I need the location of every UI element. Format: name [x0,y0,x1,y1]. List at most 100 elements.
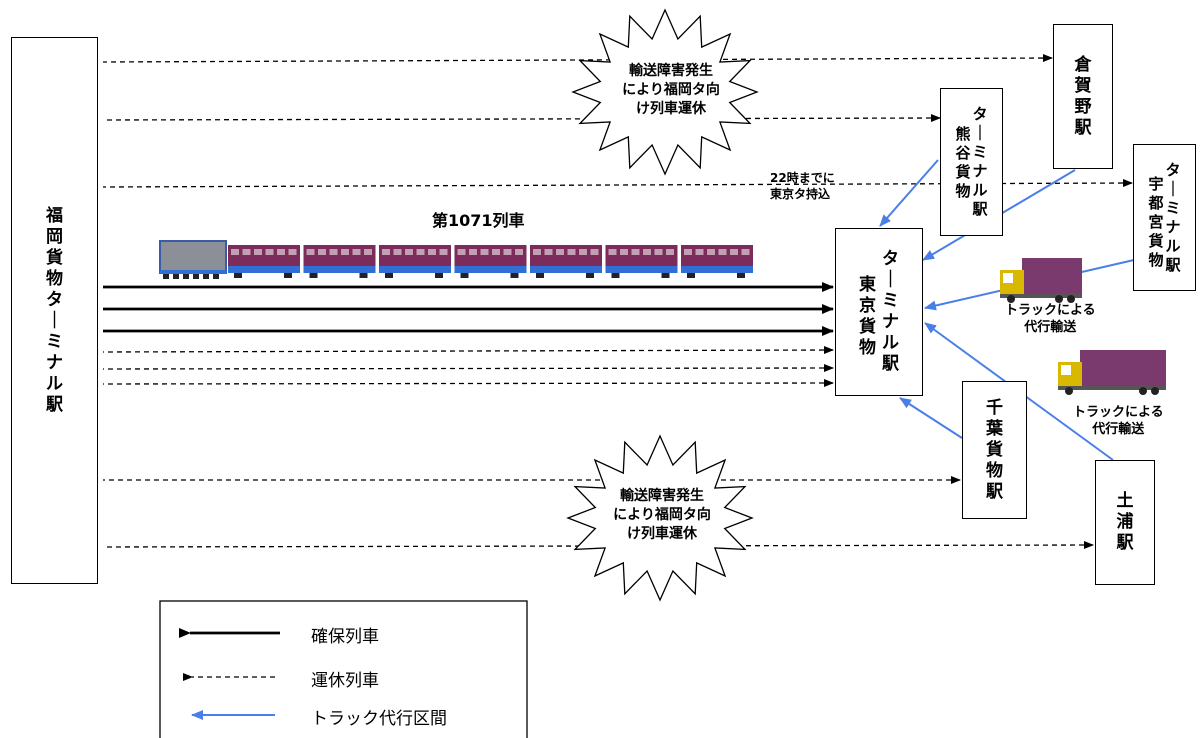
vertical-char: ｜ [46,310,63,331]
train-wagon-door [590,249,599,255]
train-wheel [284,273,292,278]
truck-lower [1058,350,1166,395]
vertical-char: ｜ [1165,179,1181,198]
truck-wheel [1065,387,1073,395]
vertical-char: 貨 [1148,231,1164,250]
vertical-char: タ [1165,160,1181,179]
vertical-char: タ [882,249,899,269]
train-wheel [460,273,469,278]
vertical-char: 宮 [1148,212,1164,231]
vertical-char: 物 [1148,250,1164,269]
train-wheel [510,273,519,278]
starburst-top [571,8,759,176]
tsuchiura-station-label: 土浦駅 [1117,491,1134,554]
train-wagon [681,245,753,267]
vertical-char: 駅 [1165,255,1181,274]
train-wheel [435,273,443,278]
train-wagon-door [608,249,617,255]
vertical-char: 都 [1148,193,1164,212]
vertical-char: タ [972,105,988,123]
train-wagon-door [242,249,251,255]
train-wagon-door [515,249,523,255]
vertical-char: ミ [46,331,63,352]
train-wagon-door [492,249,500,255]
vertical-char: ミ [882,291,899,311]
cancelled-line-tokyo-1 [102,346,834,355]
train-wagon-door [579,249,587,255]
train-wheel [359,273,368,278]
truck-wheel [1055,295,1063,303]
train-wagon-base [681,266,753,273]
chiba-station-box: 千葉貨物駅 [962,381,1027,519]
train-wagon-door [643,249,651,255]
train-wagon-base [228,266,300,273]
train-wagon-door [265,249,274,255]
train-wagon-door [364,249,372,255]
train-wagon-door [654,249,663,255]
vertical-char: ル [882,333,899,353]
deadline-note-line-2: 東京タ持込 [770,187,831,201]
vertical-char: 物 [859,338,876,358]
vertical-char: 駅 [1116,533,1134,553]
train-wagon-door [382,249,390,255]
vertical-char: タ [46,289,63,310]
train-wagon-door [567,249,576,255]
truck-chassis [1000,294,1082,298]
vertical-char: 浦 [1116,512,1134,532]
train-wagon-door [428,249,436,255]
train-wagon-door [695,249,704,255]
cancelled-line-kuragano-1 [102,54,1053,63]
train-wagon-door [533,249,541,255]
truck-window [1003,273,1013,283]
vertical-char: 駅 [882,354,899,374]
legend-secured-label: 確保列車 [311,627,379,647]
vertical-char: 福 [46,205,63,226]
train-wagon-door [480,249,489,255]
vertical-char: 熊 [955,125,971,143]
train-wagon-base [379,266,451,273]
train-wagon-base [605,266,678,273]
vertical-char: ナ [46,352,63,373]
chiba-station-label: 千葉貨物駅 [986,398,1003,503]
truck-wheel [1007,295,1015,303]
train-locomotive-base [160,270,226,274]
cancelled-line-tokyo-3 [102,379,834,388]
vertical-char: 物 [986,460,1003,481]
train-wagon-door [416,249,425,255]
utsunomiya-terminal-box: 宇都宮貨物 タ｜ミナル駅 [1133,144,1196,291]
starburst-top-line-3: け列車運休 [636,101,706,117]
train-wagon-door [556,249,564,255]
vertical-char: ル [1165,236,1181,255]
vertical-char: ナ [882,312,899,332]
vertical-char: ｜ [882,270,899,290]
train-wagon-door [684,249,692,255]
truck-wheel [1139,387,1147,395]
train-wagon-door [254,249,262,255]
vertical-char: 物 [46,268,63,289]
cancelled-line-kuragano-2 [102,114,941,123]
vertical-char: 東 [859,275,876,295]
truck-line-chiba [899,397,963,439]
starburst-bottom-line-2: により福岡タ向 [613,507,711,523]
vertical-char: 土 [1116,491,1134,511]
train-wagon-door [631,249,640,255]
train-wagon-base [454,266,527,273]
train-wheel [687,273,695,278]
legend-cancelled-label: 運休列車 [311,671,379,691]
starburst-bottom-line-1: 輸送障害発生 [620,488,704,504]
vertical-char: ル [972,181,988,199]
truck-container [1080,350,1166,386]
vertical-char: ナ [972,162,988,180]
train-wheel [183,274,189,279]
train-wagon-door [288,249,297,255]
truck-label-lower: トラックによる 代行輸送 [1073,404,1164,438]
train-wagon-door [393,249,402,255]
train-wagon-door [439,249,448,255]
fukuoka-terminal-box: 福岡貨物タ｜ミナル駅 [11,37,98,584]
starburst-top-line-2: により福岡タ向 [622,82,720,98]
train-wheel [586,273,594,278]
train-wagon [379,245,451,267]
train-wheel [234,273,242,278]
train-wheel [611,273,620,278]
